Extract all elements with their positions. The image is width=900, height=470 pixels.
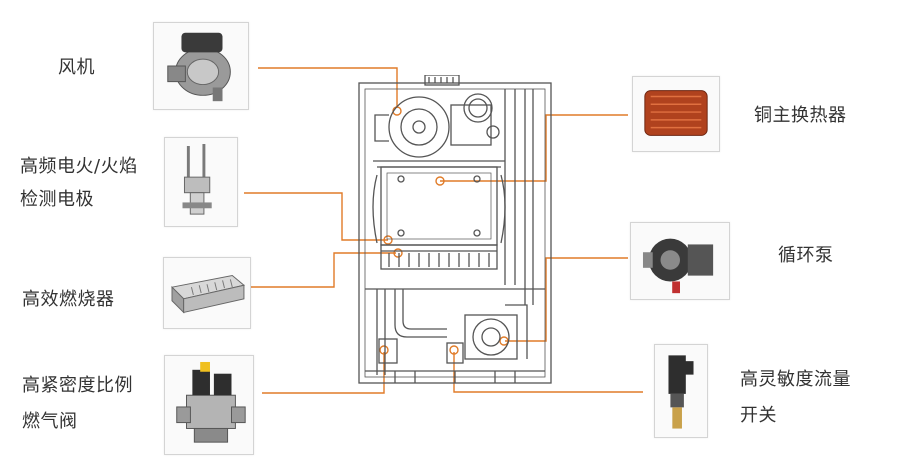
pump-icon xyxy=(642,238,714,294)
gas-valve-thumbnail xyxy=(164,355,254,455)
fan-label: 风机 xyxy=(58,57,95,78)
flow-switch-icon xyxy=(668,355,694,429)
pump-thumbnail xyxy=(630,222,730,300)
heat-exchanger-thumbnail xyxy=(632,76,720,152)
flow-switch-label-line2: 开关 xyxy=(740,405,777,426)
gas-valve-label-line1: 高紧密度比例 xyxy=(22,375,133,396)
burner-icon xyxy=(171,274,246,314)
burner-label: 高效燃烧器 xyxy=(22,289,115,310)
electrode-label: 高频电火/火焰 检测电极 xyxy=(20,150,138,216)
electrode-label-line2: 检测电极 xyxy=(20,189,94,210)
pump-label: 循环泵 xyxy=(778,245,834,266)
electrode-icon xyxy=(182,144,212,215)
flow-switch-label: 高灵敏度流量 开关 xyxy=(740,362,851,434)
electrode-label-line1: 高频电火/火焰 xyxy=(20,156,138,177)
fan-icon xyxy=(167,32,231,102)
burner-thumbnail xyxy=(163,257,251,329)
gas-valve-icon xyxy=(176,361,246,443)
heat-exchanger-label: 铜主换热器 xyxy=(754,105,847,126)
fan-thumbnail xyxy=(153,22,249,110)
gas-valve-label-line2: 燃气阀 xyxy=(22,411,78,432)
heat-exchanger-icon xyxy=(644,90,708,136)
flow-switch-label-line1: 高灵敏度流量 xyxy=(740,369,851,390)
electrode-thumbnail xyxy=(164,137,238,227)
gas-valve-label: 高紧密度比例 燃气阀 xyxy=(22,368,133,440)
boiler-line-drawing xyxy=(358,75,552,384)
flow-switch-thumbnail xyxy=(654,344,708,438)
